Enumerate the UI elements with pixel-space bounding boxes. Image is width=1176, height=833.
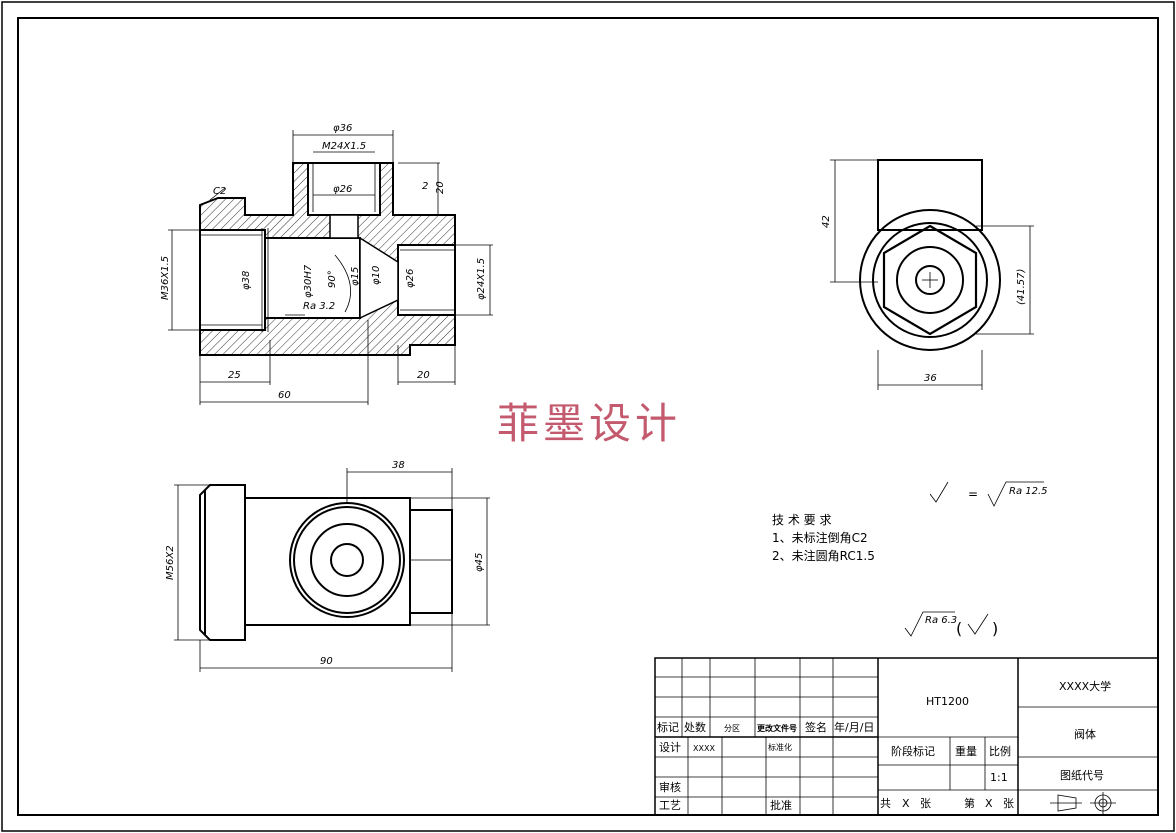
tb-h-chushu: 处数: [684, 721, 706, 734]
dim-c2: C2: [213, 186, 226, 197]
tb-gong-x: X: [902, 797, 910, 810]
dim-phi45: φ45: [474, 553, 485, 572]
dim-36: 36: [924, 373, 937, 384]
dim-90: 90: [320, 656, 333, 667]
dim-phi26-right: φ26: [405, 269, 416, 288]
inner-frame: [17, 17, 1159, 816]
dim-42: 42: [821, 215, 832, 228]
tb-h-gengai: 更改文件号: [757, 723, 797, 733]
tb-h-date: 年/月/日: [834, 720, 874, 734]
tb-jieduan: 阶段标记: [891, 744, 935, 758]
tb-h-biaoji: 标记: [657, 720, 679, 734]
dim-ra32: Ra 3.2: [303, 301, 335, 312]
dim-m36: M36X1.5: [160, 256, 171, 300]
tb-designer: XXXX: [693, 744, 715, 753]
tb-biaozhunhua: 标准化: [768, 742, 792, 752]
roughness-equals: =: [968, 487, 978, 501]
tb-school: XXXX大学: [1059, 679, 1111, 693]
dim-20-right: 20: [435, 181, 446, 194]
dim-20-bottom: 20: [417, 370, 430, 381]
dim-phi26-top: φ26: [333, 184, 352, 195]
tb-gong: 共: [880, 797, 891, 810]
tb-part-name: 阀体: [1074, 727, 1096, 741]
dim-phi24: φ24X1.5: [476, 258, 487, 300]
title-block: [654, 657, 1159, 816]
tb-bili: 比例: [989, 744, 1011, 758]
tb-h-fenqu: 分区: [724, 724, 740, 733]
tb-drawing-no: 图纸代号: [1060, 769, 1104, 782]
dim-41-57: (41.57): [1016, 269, 1027, 305]
dim-60: 60: [278, 390, 291, 401]
requirements-title: 技 术 要 求: [772, 513, 831, 527]
dim-phi38: φ38: [241, 271, 252, 290]
dim-phi15: φ15: [350, 267, 361, 286]
dim-phi30h7: φ30H7: [303, 264, 314, 298]
watermark: 菲墨设计: [497, 399, 681, 448]
tb-scale: 1:1: [990, 771, 1008, 784]
roughness-paren-open: (: [956, 619, 962, 638]
front-section-view: [199, 162, 456, 356]
roughness-paren-close: ): [992, 619, 998, 638]
dim-38: 38: [392, 460, 405, 471]
dim-phi10: φ10: [371, 266, 382, 285]
dim-m56: M56X2: [165, 545, 176, 580]
dim-25: 25: [228, 370, 241, 381]
dim-m24: M24X1.5: [322, 141, 366, 152]
tb-di-x: X: [985, 797, 993, 810]
tb-zhongliang: 重量: [955, 744, 977, 758]
tb-zhang2: 张: [1003, 797, 1014, 810]
tb-shenhe: 审核: [659, 780, 681, 794]
bottom-view: [174, 468, 490, 672]
roughness-symbols: [904, 481, 1044, 637]
requirement-1: 1、未标注倒角C2: [772, 530, 868, 545]
tb-material: HT1200: [926, 695, 969, 708]
roughness-ra125: Ra 12.5: [1009, 486, 1048, 497]
front-view-dimensions: [168, 130, 493, 405]
tb-sheji: 设计: [659, 741, 681, 754]
side-view: [830, 159, 1034, 390]
tb-h-qianming: 签名: [805, 720, 827, 734]
requirement-2: 2、未注圆角RC1.5: [772, 548, 875, 563]
roughness-ra63: Ra 6.3: [925, 615, 957, 626]
tb-di: 第: [964, 796, 975, 810]
dim-phi36: φ36: [333, 123, 352, 134]
tb-zhang1: 张: [920, 797, 931, 810]
tb-gongyi: 工艺: [659, 799, 681, 812]
tb-pizhun: 批准: [770, 798, 792, 812]
dim-2: 2: [422, 181, 428, 192]
dim-90deg: 90°: [327, 270, 338, 288]
